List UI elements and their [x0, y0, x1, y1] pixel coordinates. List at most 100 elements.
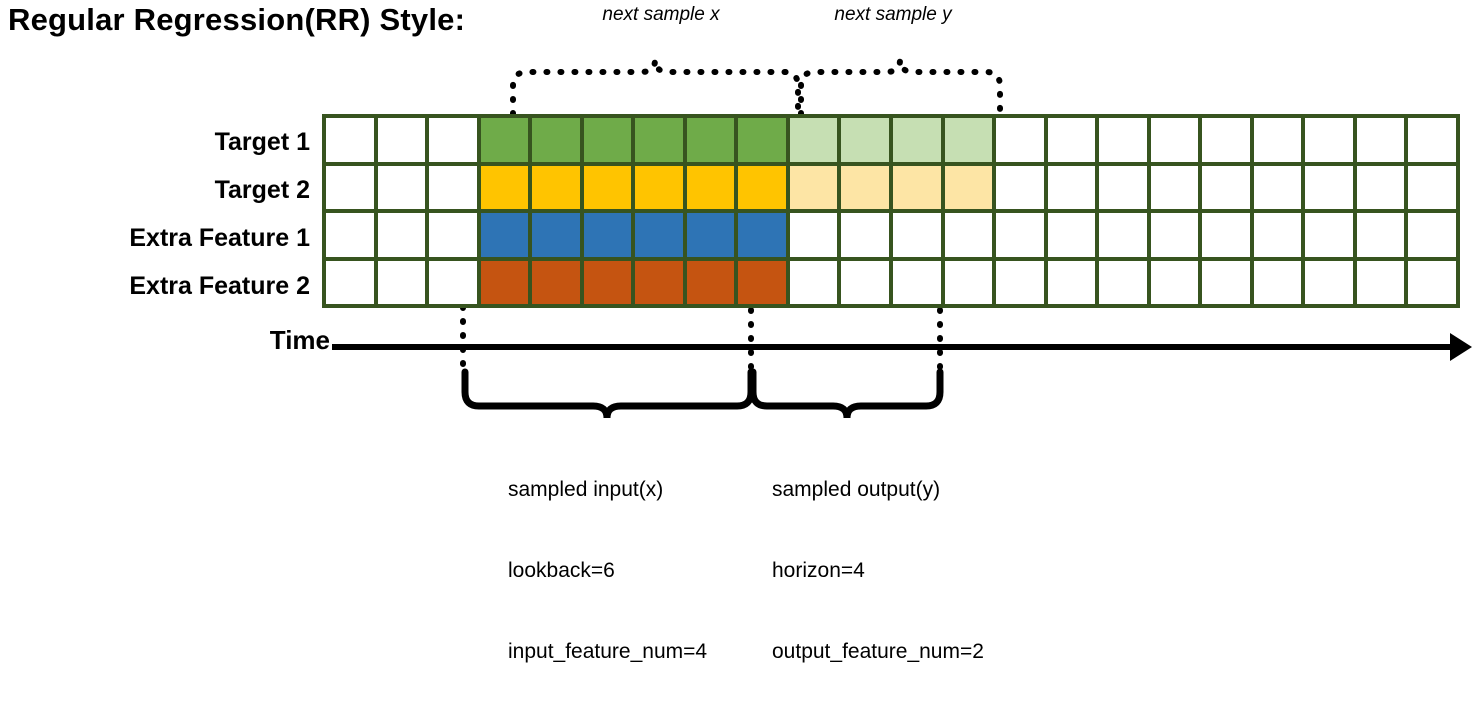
- grid-cell: [789, 118, 838, 162]
- grid-cell: [1099, 260, 1147, 304]
- next-sample-x-label: next sample x: [602, 4, 720, 25]
- grid-cell: [841, 118, 890, 162]
- grid-cell: [429, 260, 477, 304]
- sampled-output-caption: sampled output(y) horizon=4 output_featu…: [772, 422, 984, 719]
- next-sample-y-label: next sample y: [834, 4, 952, 25]
- grid-cell: [1099, 118, 1147, 162]
- grid-cell: [480, 118, 529, 162]
- row-label-target-2: Target 2: [214, 176, 310, 204]
- grid-cell: [738, 213, 786, 257]
- sampled-input-line-3: input_feature_num=4: [508, 640, 708, 663]
- grid-row-extra-feature-2: [326, 260, 1457, 304]
- row-label-target-1: Target 1: [214, 128, 310, 156]
- sampled-input-caption: sampled input(x) lookback=6 input_featur…: [508, 422, 707, 719]
- grid-cell: [480, 213, 529, 257]
- grid-cell: [996, 118, 1044, 162]
- sampled-output-line-3: output_feature_num=2: [772, 640, 984, 663]
- grid-cell: [583, 260, 632, 304]
- sampled-input-line-2: lookback=6: [508, 559, 615, 582]
- grid-cell: [635, 260, 683, 304]
- grid-cell: [1305, 213, 1353, 257]
- grid-cell: [789, 165, 838, 209]
- grid-cell: [944, 165, 993, 209]
- grid-cell: [1408, 165, 1457, 209]
- grid-cell: [1356, 260, 1405, 304]
- row-label-extra-feature-1: Extra Feature 1: [129, 224, 310, 252]
- bottom-brace-input: [461, 368, 755, 419]
- grid-cell: [583, 118, 632, 162]
- grid-cell: [480, 165, 529, 209]
- grid-cell: [1099, 213, 1147, 257]
- grid-cell: [944, 118, 993, 162]
- grid-cell: [841, 213, 890, 257]
- sampled-input-line-1: sampled input(x): [508, 478, 664, 501]
- grid-cell: [944, 260, 993, 304]
- grid-cell: [738, 118, 786, 162]
- grid-cell: [996, 165, 1044, 209]
- grid-cell: [1305, 260, 1353, 304]
- grid-cell: [1202, 118, 1250, 162]
- grid-cell: [377, 213, 426, 257]
- grid-cell: [1408, 213, 1457, 257]
- grid-cell: [738, 165, 786, 209]
- grid-cell: [1253, 118, 1302, 162]
- grid-cell: [326, 118, 374, 162]
- grid-cell: [944, 213, 993, 257]
- grid-cell: [893, 260, 941, 304]
- grid-cell: [377, 165, 426, 209]
- grid-cell: [532, 165, 580, 209]
- grid-cell: [1047, 118, 1096, 162]
- grid-cell: [841, 260, 890, 304]
- grid-cell: [429, 165, 477, 209]
- grid-cell: [789, 260, 838, 304]
- grid-cell: [583, 213, 632, 257]
- grid-cell: [583, 165, 632, 209]
- grid-cell: [532, 260, 580, 304]
- timeline-grid: [322, 114, 1460, 308]
- grid-cell: [635, 165, 683, 209]
- grid-cell: [738, 260, 786, 304]
- grid-cell: [480, 260, 529, 304]
- time-axis-line: [332, 344, 1460, 350]
- grid-cell: [1253, 165, 1302, 209]
- grid-cell: [1150, 165, 1199, 209]
- row-label-extra-feature-2: Extra Feature 2: [129, 272, 310, 300]
- grid-cell: [532, 118, 580, 162]
- grid-row-extra-feature-1: [326, 213, 1457, 257]
- grid-cell: [1253, 260, 1302, 304]
- time-axis-label: Time: [269, 325, 330, 355]
- grid-cell: [1356, 165, 1405, 209]
- grid-cell: [996, 260, 1044, 304]
- grid-cell: [996, 213, 1044, 257]
- grid-cell: [377, 118, 426, 162]
- grid-cell: [893, 165, 941, 209]
- sampled-output-line-2: horizon=4: [772, 559, 865, 582]
- grid-cell: [1305, 165, 1353, 209]
- grid-cell: [635, 118, 683, 162]
- grid-cell: [326, 213, 374, 257]
- grid-cell: [1202, 260, 1250, 304]
- grid-cell: [1408, 118, 1457, 162]
- top-brace-y: [798, 59, 1003, 117]
- grid-cell: [1047, 213, 1096, 257]
- grid-cell: [1253, 213, 1302, 257]
- grid-cell: [1408, 260, 1457, 304]
- grid-cell: [1356, 118, 1405, 162]
- grid-cell: [1305, 118, 1353, 162]
- grid-cell: [532, 213, 580, 257]
- grid-cell: [1047, 165, 1096, 209]
- grid-cell: [686, 260, 735, 304]
- grid-cell: [429, 213, 477, 257]
- sampled-output-line-1: sampled output(y): [772, 478, 941, 501]
- grid-cell: [893, 213, 941, 257]
- grid-cell: [893, 118, 941, 162]
- right-arrow-icon: [1450, 333, 1472, 361]
- grid-row-target-1: [326, 118, 1457, 162]
- grid-cell: [635, 213, 683, 257]
- grid-cell: [789, 213, 838, 257]
- page-title: Regular Regression(RR) Style:: [8, 2, 466, 37]
- grid-cell: [1150, 213, 1199, 257]
- grid-cell: [1150, 118, 1199, 162]
- grid-cell: [686, 118, 735, 162]
- bottom-brace-output: [749, 368, 944, 419]
